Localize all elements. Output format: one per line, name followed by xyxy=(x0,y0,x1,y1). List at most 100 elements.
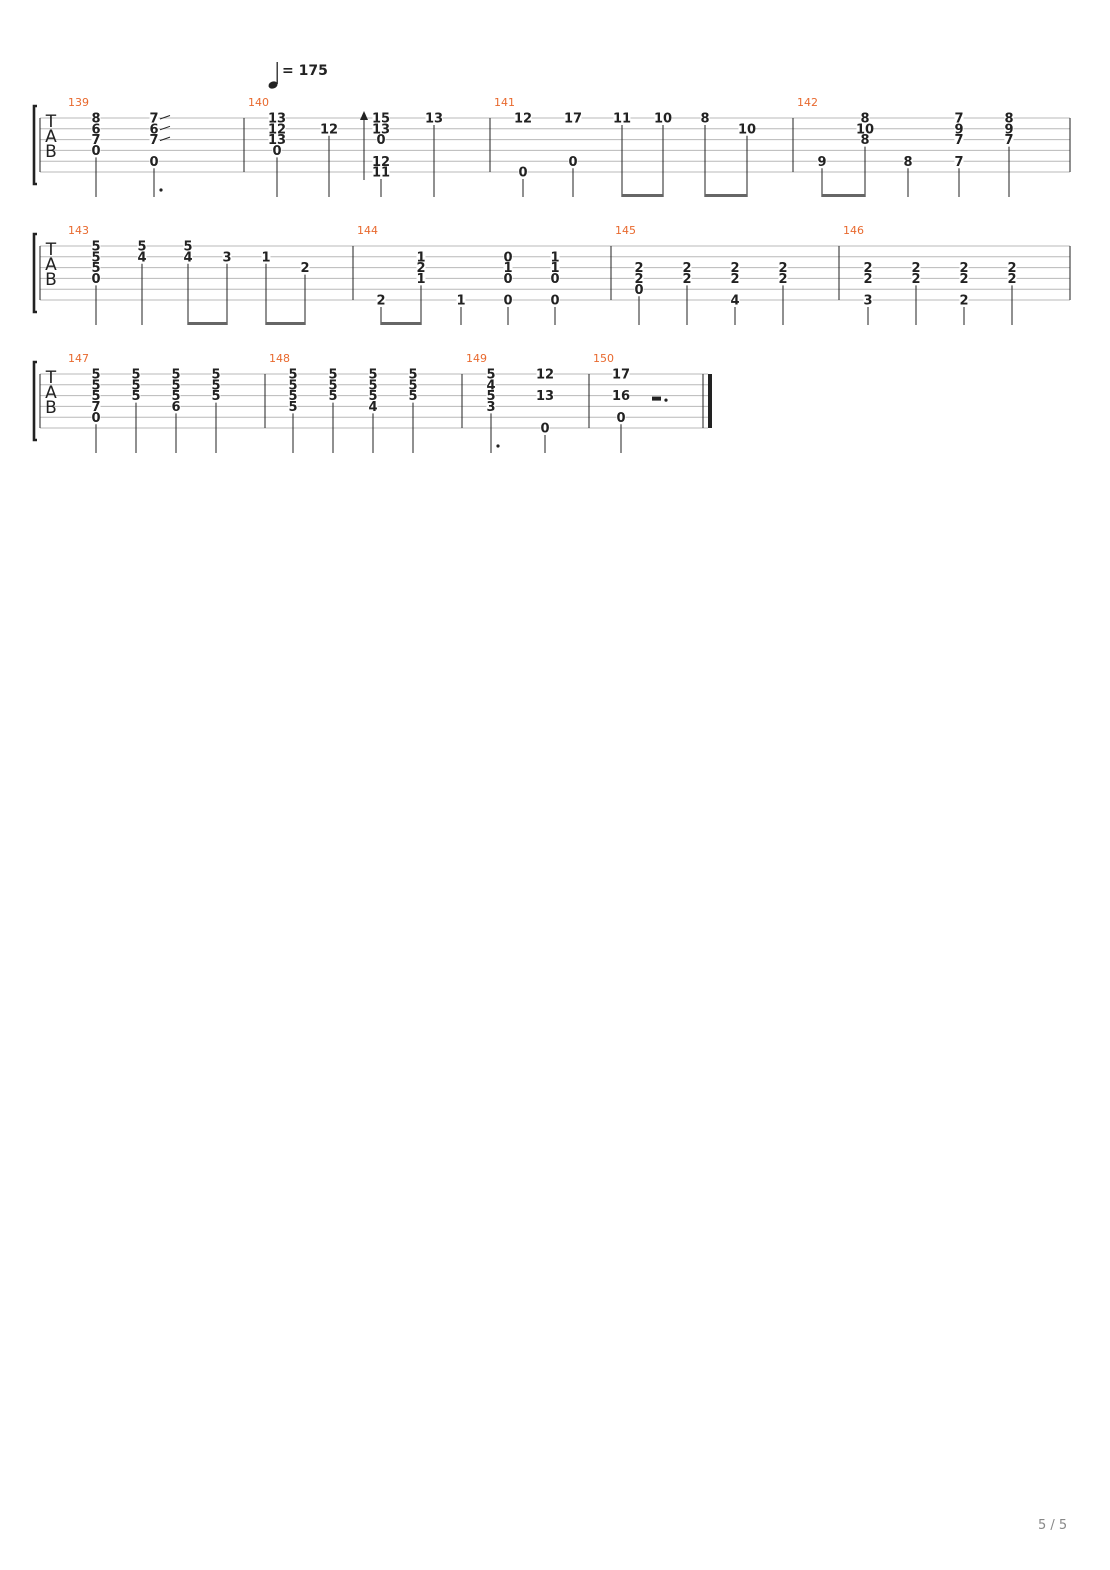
fret-backdrop xyxy=(171,379,181,391)
fret-backdrop xyxy=(860,112,870,124)
fret-backdrop xyxy=(416,251,426,263)
fret-number: 0 xyxy=(616,411,625,426)
page-number: 5 / 5 xyxy=(1038,1518,1068,1533)
measure-number: 141 xyxy=(494,96,515,109)
fret-backdrop xyxy=(730,272,740,284)
fret-backdrop xyxy=(550,262,560,274)
fret-number: 5 xyxy=(137,240,146,255)
fret-number: 5 xyxy=(91,389,100,404)
fret-backdrop xyxy=(149,134,159,146)
fret-number: 5 xyxy=(131,389,140,404)
fret-number: 0 xyxy=(518,166,527,181)
fret-number: 5 xyxy=(171,368,180,383)
fret-backdrop xyxy=(91,400,101,412)
fret-number: 1 xyxy=(416,272,425,287)
fret-number: 5 xyxy=(328,378,337,393)
fret-backdrop xyxy=(863,262,873,274)
system-bracket xyxy=(32,360,37,442)
fret-number: 5 xyxy=(486,389,495,404)
fret-number: 13 xyxy=(425,112,443,127)
fret-backdrop xyxy=(954,155,964,167)
fret-backdrop xyxy=(211,379,221,391)
fret-number: 9 xyxy=(1004,122,1013,137)
fret-number: 10 xyxy=(738,122,756,137)
fret-backdrop xyxy=(91,272,101,284)
fret-number: 13 xyxy=(372,122,390,137)
fret-backdrop xyxy=(959,272,969,284)
fret-number: 12 xyxy=(536,368,554,383)
fret-number: 2 xyxy=(959,272,968,287)
fret-backdrop xyxy=(328,368,338,380)
fret-number: 1 xyxy=(416,250,425,265)
note-beam xyxy=(622,194,663,197)
fret-number: 5 xyxy=(171,378,180,393)
tab-clef-letter: B xyxy=(45,270,57,290)
fret-backdrop xyxy=(738,123,756,135)
fret-backdrop xyxy=(486,379,496,391)
fret-backdrop xyxy=(959,262,969,274)
fret-backdrop xyxy=(328,390,338,402)
fret-backdrop xyxy=(268,123,286,135)
fret-number: 7 xyxy=(91,400,100,415)
fret-backdrop xyxy=(954,112,964,124)
fret-backdrop xyxy=(91,411,101,423)
fret-backdrop xyxy=(486,390,496,402)
fret-number: 5 xyxy=(408,378,417,393)
slide-mark xyxy=(159,136,171,142)
fret-number: 5 xyxy=(288,368,297,383)
fret-number: 5 xyxy=(171,389,180,404)
fret-backdrop xyxy=(183,251,193,263)
fret-number: 3 xyxy=(222,250,231,265)
fret-backdrop xyxy=(137,240,147,252)
fret-number: 5 xyxy=(408,389,417,404)
fret-number: 9 xyxy=(954,122,963,137)
fret-number: 0 xyxy=(91,144,100,159)
fret-backdrop xyxy=(903,155,913,167)
half-rest-icon xyxy=(652,396,661,401)
fret-backdrop xyxy=(700,112,710,124)
fret-backdrop xyxy=(456,294,466,306)
fret-number: 4 xyxy=(730,294,739,309)
fret-number: 15 xyxy=(372,112,390,127)
fret-number: 5 xyxy=(91,250,100,265)
fret-number: 2 xyxy=(863,272,872,287)
fret-number: 16 xyxy=(612,389,630,404)
fret-backdrop xyxy=(268,134,286,146)
fret-number: 7 xyxy=(954,112,963,127)
fret-backdrop xyxy=(682,262,692,274)
measure-number: 146 xyxy=(843,224,864,237)
fret-backdrop xyxy=(91,134,101,146)
fret-backdrop xyxy=(863,294,873,306)
fret-backdrop xyxy=(518,166,528,178)
fret-number: 4 xyxy=(486,378,495,393)
fret-backdrop xyxy=(222,251,232,263)
fret-backdrop xyxy=(372,123,390,135)
fret-number: 2 xyxy=(682,261,691,276)
fret-backdrop xyxy=(536,390,554,402)
fret-number: 7 xyxy=(1004,133,1013,148)
fret-backdrop xyxy=(1004,112,1014,124)
fret-backdrop xyxy=(486,400,496,412)
tab-clef-letter: B xyxy=(45,142,57,162)
fret-number: 0 xyxy=(503,250,512,265)
fret-number: 5 xyxy=(368,378,377,393)
fret-backdrop xyxy=(1004,134,1014,146)
fret-number: 4 xyxy=(368,400,377,415)
arrow-up-icon xyxy=(360,111,368,120)
fret-number: 1 xyxy=(503,261,512,276)
tab-clef-letter: A xyxy=(45,383,57,403)
fret-backdrop xyxy=(272,144,282,156)
fret-backdrop xyxy=(540,422,550,434)
fret-number: 5 xyxy=(131,378,140,393)
fret-backdrop xyxy=(91,390,101,402)
fret-number: 13 xyxy=(268,112,286,127)
fret-number: 2 xyxy=(682,272,691,287)
fret-backdrop xyxy=(376,294,386,306)
fret-backdrop xyxy=(368,368,378,380)
fret-backdrop xyxy=(372,155,390,167)
fret-backdrop xyxy=(372,166,390,178)
measure-number: 139 xyxy=(68,96,89,109)
fret-backdrop xyxy=(730,262,740,274)
fret-backdrop xyxy=(91,251,101,263)
